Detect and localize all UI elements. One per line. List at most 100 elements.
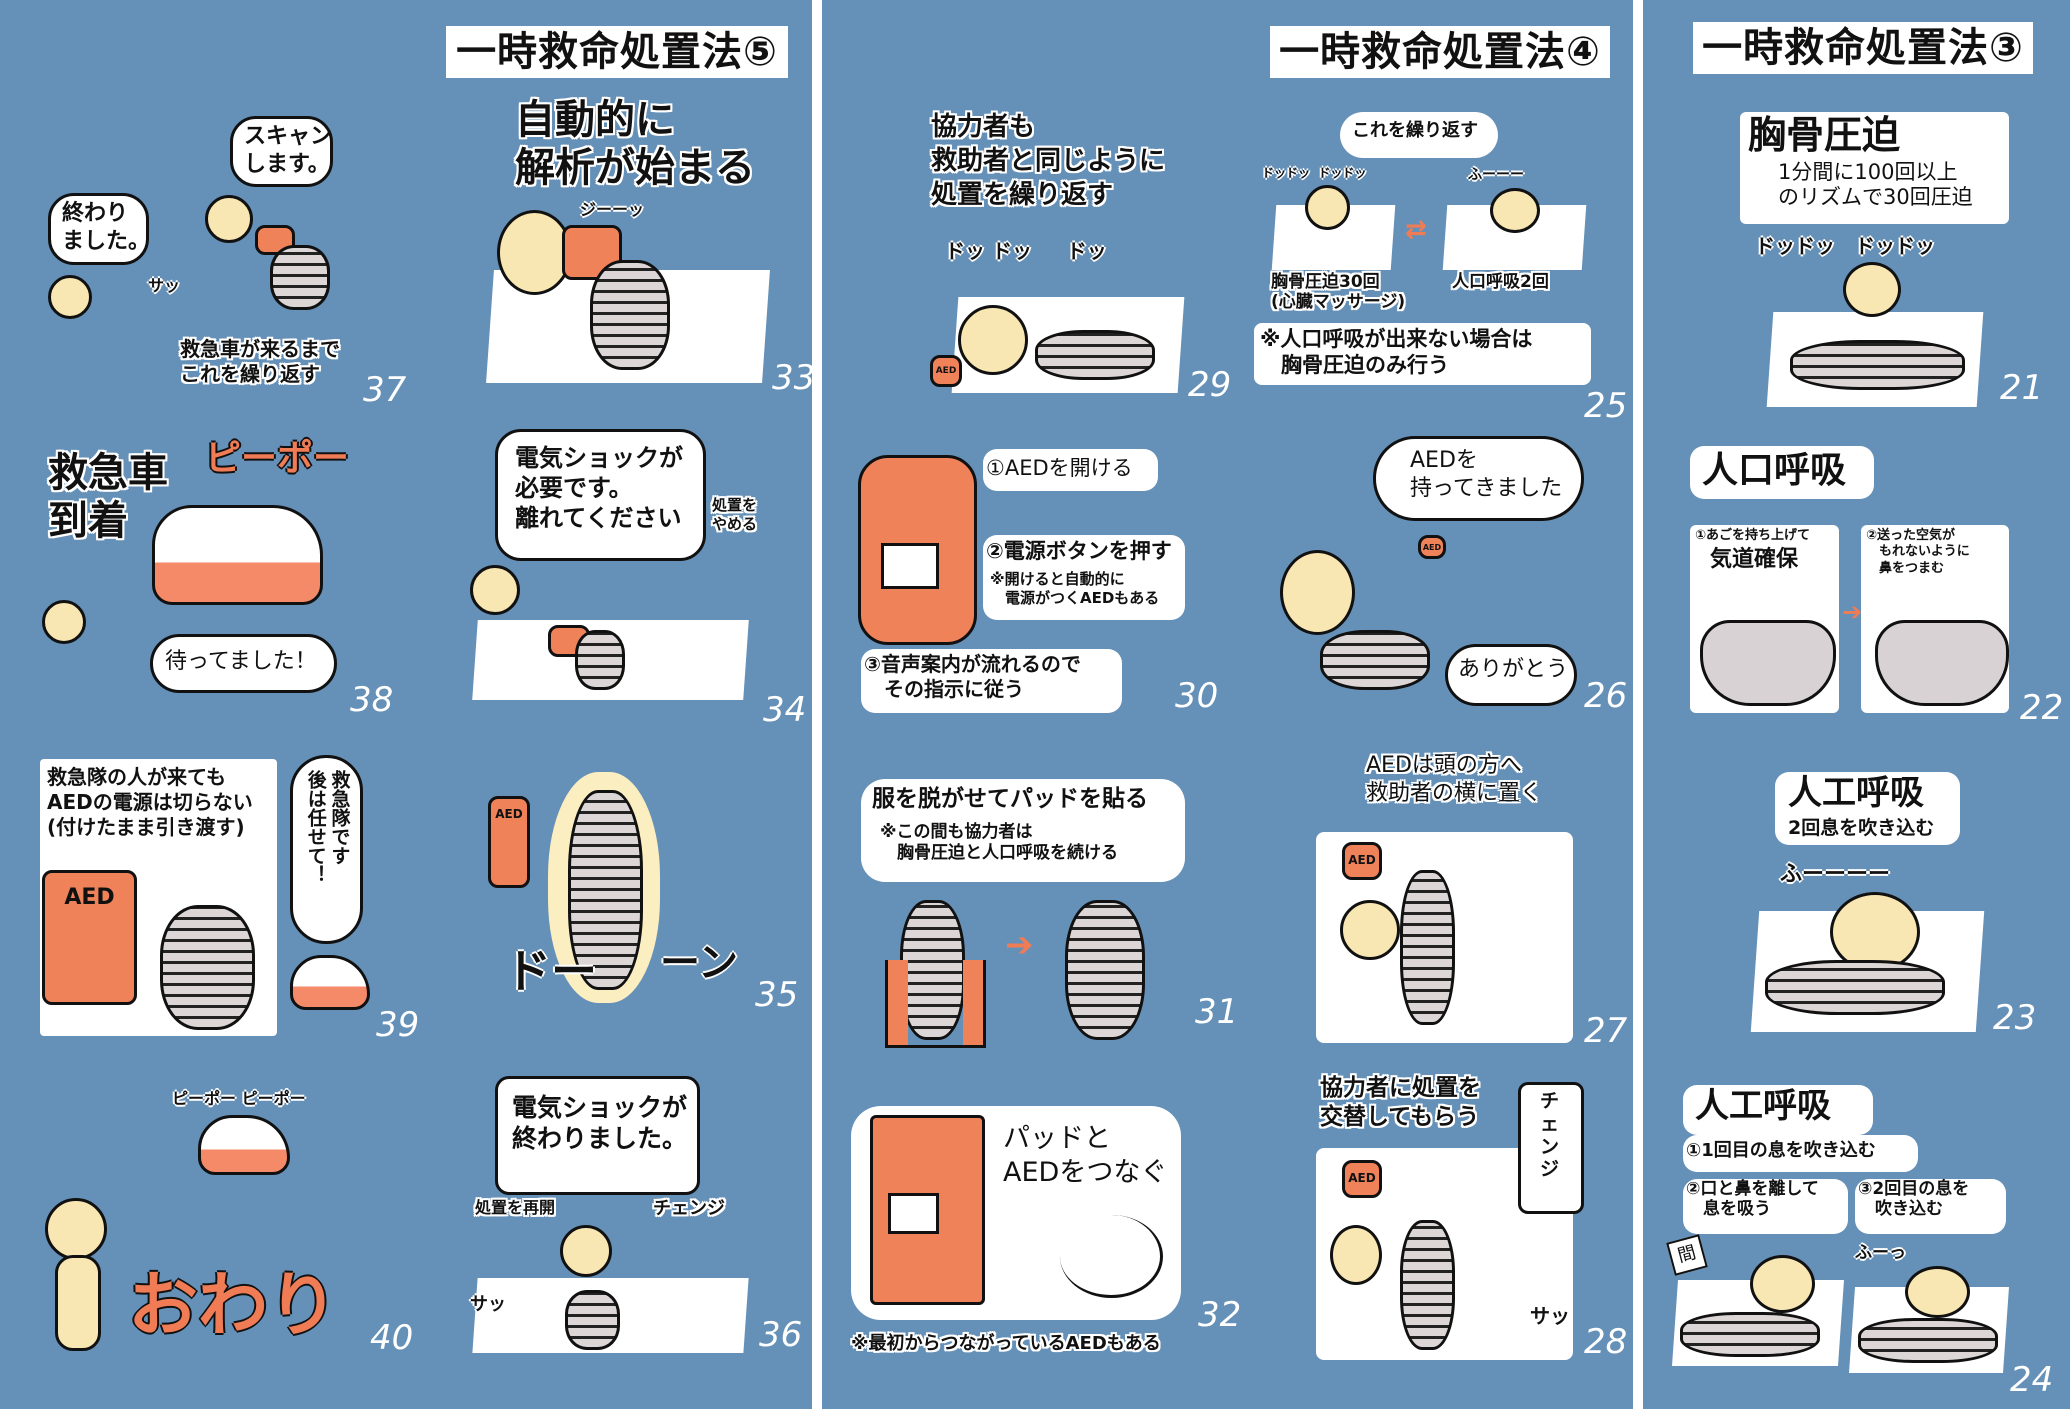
bear-character (1340, 900, 1400, 960)
cycle-arrows-icon: ⇄ (1405, 215, 1427, 245)
sfx-text: ドッ ドッ ドッ (945, 239, 1107, 263)
page-number: 34 (763, 690, 807, 730)
caption-box (1775, 772, 1960, 845)
bear-character (45, 1198, 107, 1260)
bear-character (42, 600, 86, 644)
shout-text: 待ってました！ (165, 649, 317, 674)
column-divider (812, 0, 822, 1409)
page-number: 40 (370, 1318, 414, 1358)
bubble-text: 救急隊です 後は任せて！ (304, 770, 351, 884)
label: チェンジ (653, 1198, 725, 1219)
ending-text: おわり (128, 1264, 338, 1346)
step-box (983, 535, 1185, 620)
speech-bubble (48, 193, 149, 265)
sfx-text: ドッドッ ドッドッ (1755, 234, 1935, 258)
bubble-text: ありがとう (1458, 657, 1569, 682)
patient-character (1400, 1220, 1455, 1350)
aed-device: AED (930, 355, 962, 387)
arrow-right-icon: ➔ (1842, 598, 1863, 626)
headline: 服を脱がせてパッドを貼る (872, 786, 1148, 812)
sfx-text: サッ (1530, 1304, 1570, 1328)
caption-box (1683, 1085, 1873, 1135)
page-number: 30 (1175, 676, 1219, 716)
patient-character (1765, 960, 1945, 1015)
step-text: 気道確保 (1710, 547, 1799, 572)
patient-character (565, 1290, 620, 1350)
page-number: 37 (363, 370, 407, 410)
patient-character (270, 245, 330, 310)
patient-character (1400, 870, 1455, 1025)
title-part5: 一時救命処置法⑤ (446, 26, 788, 78)
caption-box (1683, 1135, 1918, 1172)
headline: 自動的に 解析が始まる (515, 97, 755, 191)
page-number: 28 (1584, 1322, 1628, 1362)
arrow-right-icon: ➔ (1005, 925, 1034, 965)
bubble-text: 終わり ました。 (62, 201, 151, 254)
note: ※最初からつながっているAEDもある (851, 1333, 1161, 1354)
headline: 協力者に処置を 交替してもらう (1320, 1075, 1481, 1130)
bear-body (55, 1255, 101, 1351)
page-number: 21 (2000, 368, 2044, 408)
pause-label: 間 (1666, 1234, 1708, 1276)
page-number: 25 (1584, 386, 1628, 426)
patient-character (160, 905, 255, 1030)
label: 胸骨圧迫30回 (心臓マッサージ) (1271, 272, 1406, 313)
speech-bubble (230, 116, 333, 187)
page-number: 35 (755, 975, 799, 1015)
speech-bubble (495, 429, 706, 561)
bear-character (1490, 188, 1540, 233)
ambulance (152, 505, 323, 605)
speech-bubble (1445, 644, 1577, 706)
ambulance (290, 955, 370, 1010)
note: ※この間も協力者は 胸骨圧迫と人口呼吸を続ける (880, 822, 1118, 864)
aed-device: AED (42, 870, 137, 1005)
caption-box (1740, 112, 2009, 224)
aed-screen (888, 1193, 939, 1234)
patient-character (1035, 330, 1155, 380)
sfx-text: ふーーー (1468, 167, 1524, 183)
aed-device: AED (1342, 1160, 1382, 1198)
page-number: 32 (1198, 1295, 1242, 1335)
step-text: ③2回目の息を 吹き込む (1858, 1179, 1970, 1219)
page-number: 22 (2020, 688, 2064, 728)
step-text: ②送った空気が もれないように 鼻をつまむ (1866, 528, 1970, 576)
bear-character (470, 565, 520, 615)
step-text: ①AEDを開ける (986, 456, 1133, 480)
label: 処置を再開 (475, 1198, 556, 1217)
page-number: 24 (2010, 1360, 2054, 1400)
caption-box (1690, 446, 1874, 499)
headline: AEDは頭の方へ 救助者の横に置く (1366, 753, 1543, 806)
panel-text: パッドと AEDをつなぐ (1003, 1123, 1168, 1188)
sfx-text: ーン (660, 940, 738, 986)
page-number: 27 (1584, 1011, 1628, 1051)
patient-character (568, 790, 643, 990)
bear-character (205, 195, 253, 243)
speech-bubble (495, 1076, 700, 1195)
shout-bubble (150, 634, 337, 693)
sfx-text: ふーっ (1855, 1243, 1906, 1263)
sfx-text: ジーーッ (580, 200, 645, 219)
sub-text: 1分間に100回以上 のリズムで30回圧迫 (1778, 160, 1973, 210)
bear-character (1330, 1225, 1382, 1285)
note: 救急隊の人が来ても AEDの電源は切らない (付けたまま引き渡す) (47, 765, 253, 839)
caption-box (861, 779, 1185, 882)
pad-cable (1060, 1215, 1163, 1298)
speech-bubble (290, 755, 363, 944)
sfx-text: ドッドッ ドッドッ (1262, 166, 1367, 180)
bubble-text: AEDを 持ってきました (1410, 448, 1563, 501)
label: 処置を やめる (712, 496, 758, 533)
patient-character (1065, 900, 1145, 1040)
bubble-text: スキャン します。 (244, 124, 333, 177)
bubble-text: これを繰り返す (1352, 120, 1478, 141)
column-divider (1633, 0, 1643, 1409)
patient-character (900, 900, 965, 1040)
page-number: 29 (1188, 365, 1232, 405)
step-text: ①あごを持ち上げて (1695, 528, 1811, 543)
aed-device: AED (488, 796, 530, 888)
sfx-text: ドー (505, 944, 597, 998)
step-text: ②口と鼻を離して 息を吸う (1686, 1179, 1819, 1219)
page-number: 39 (376, 1005, 420, 1045)
step-bubble (1683, 1179, 1848, 1234)
bear-character (497, 210, 572, 295)
patient-face (1875, 620, 2009, 706)
